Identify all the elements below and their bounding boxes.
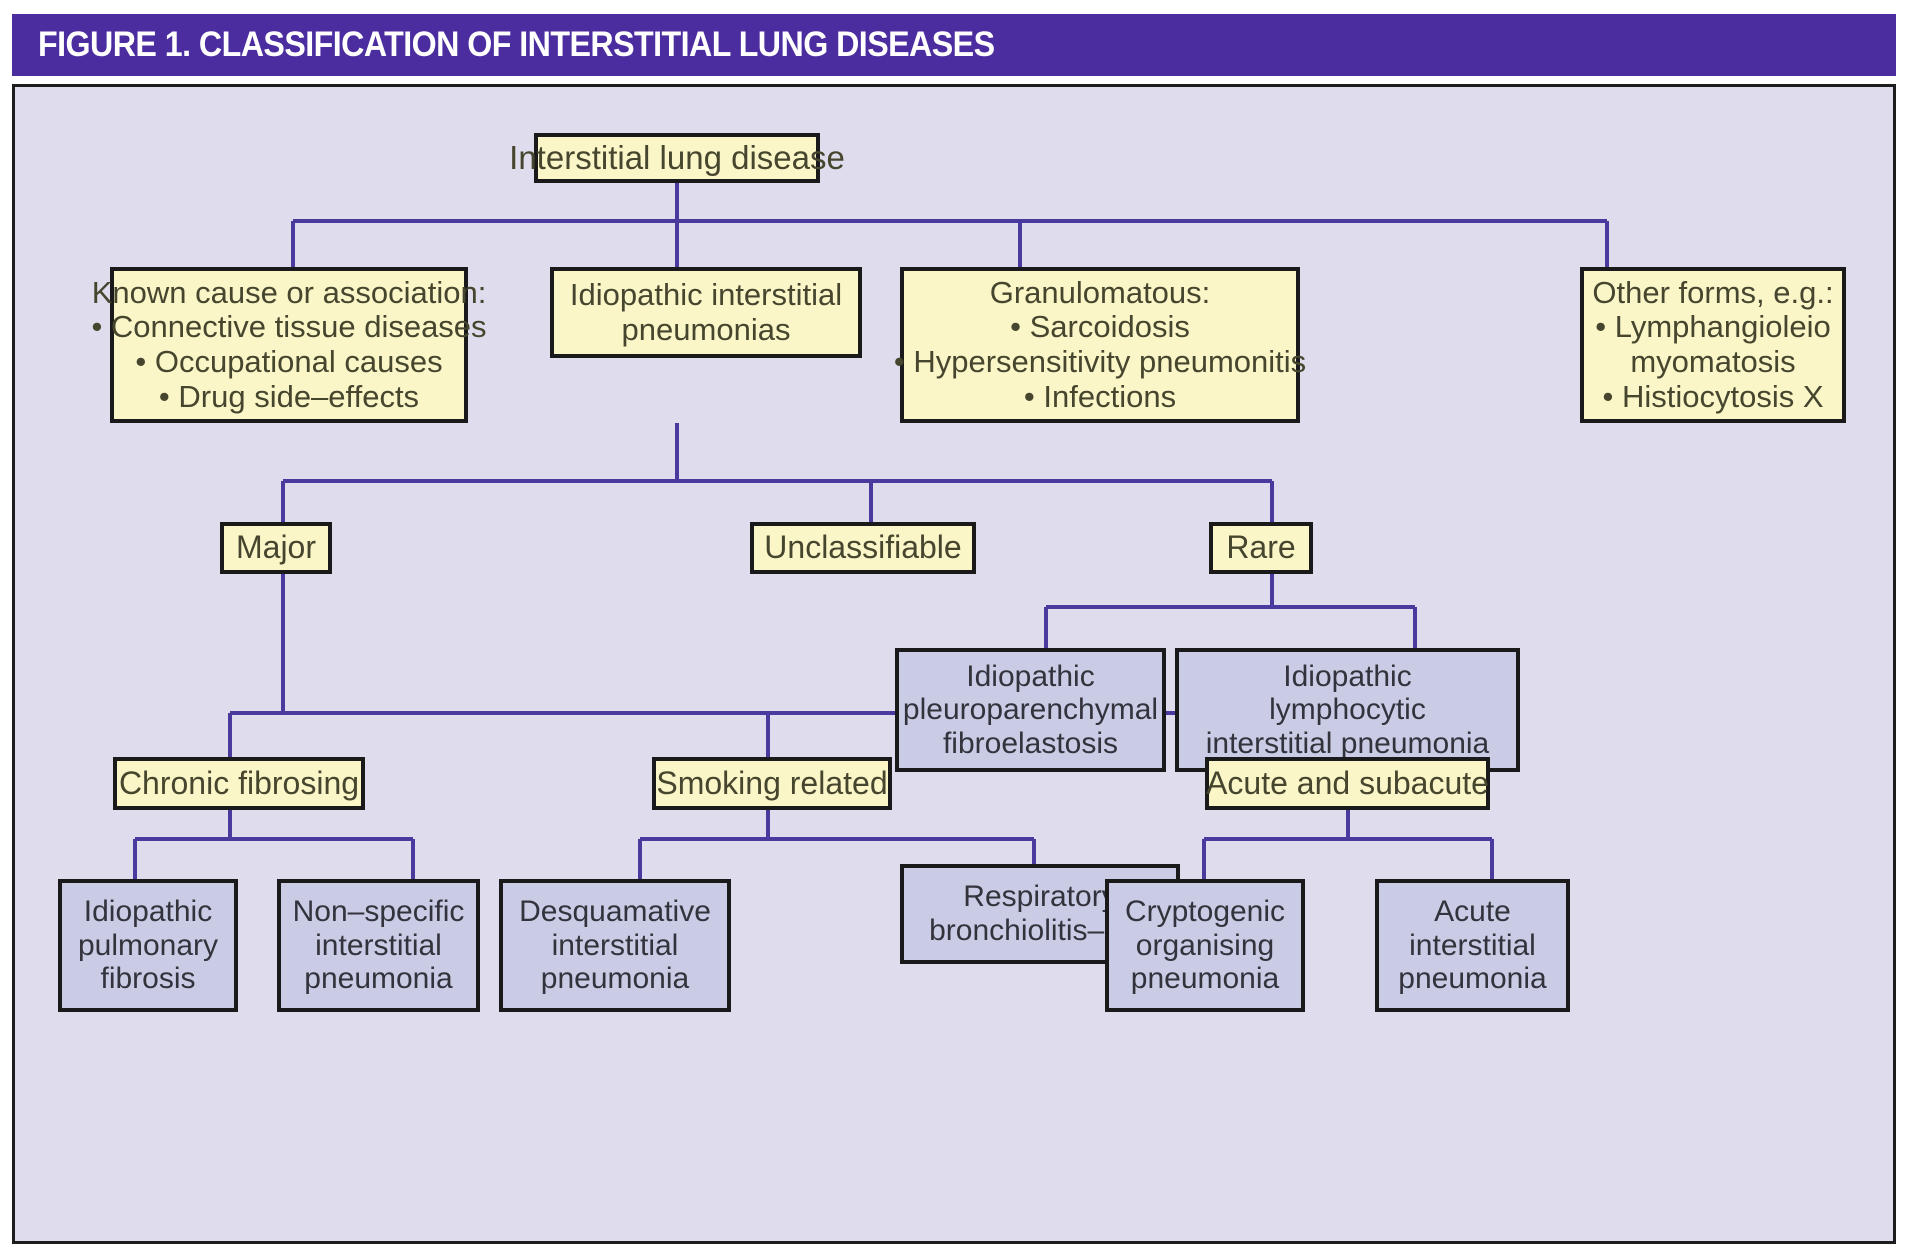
node-label-line2: lymphocytic — [1269, 693, 1426, 727]
node-label-line3: fibrosis — [100, 962, 196, 996]
node-known-cause[interactable]: Known cause or association: • Connective… — [91, 267, 487, 423]
node-label-line1: Desquamative — [519, 895, 711, 929]
node-label-line1: Idiopathic interstitial — [569, 276, 843, 312]
node-interstitial-lung-disease[interactable]: Interstitial lung disease — [509, 133, 845, 183]
node-acute-interstitial-pneumonia[interactable]: Acute interstitial pneumonia — [1375, 879, 1570, 1012]
node-label-line2: interstitial — [315, 928, 442, 962]
node-label-line1: Idiopathic — [1283, 659, 1412, 693]
node-label-line2: pleuroparenchymal — [902, 693, 1159, 727]
node-label-line1: Respiratory — [963, 880, 1117, 914]
node-heading: Known cause or association: — [91, 274, 487, 310]
figure-title: FIGURE 1. CLASSIFICATION OF INTERSTITIAL… — [38, 25, 1078, 65]
node-label-line1: Non–specific — [292, 895, 465, 929]
node-other-forms[interactable]: Other forms, e.g.: • Lymphangioleio myom… — [1580, 267, 1846, 423]
node-label-line3: pneumonia — [1130, 962, 1280, 996]
node-item-hypersensitivity-pneumonitis: • Hypersensitivity pneumonitis — [893, 344, 1307, 379]
node-label-line2: organising — [1135, 928, 1275, 962]
node-item-lymphangioleiomyomatosis-line2: myomatosis — [1630, 344, 1796, 379]
node-label-line2: interstitial — [551, 928, 679, 962]
node-label-line1: Cryptogenic — [1124, 895, 1286, 929]
node-label: Smoking related — [656, 764, 888, 801]
node-label-line3: pneumonia — [304, 962, 453, 996]
node-idiopathic-lymphocytic-interstitial-pneumonia[interactable]: Idiopathic lymphocytic interstitial pneu… — [1175, 648, 1520, 772]
node-unclassifiable[interactable]: Unclassifiable — [750, 522, 976, 574]
node-label-line1: Acute — [1434, 895, 1511, 929]
node-non-specific-interstitial-pneumonia[interactable]: Non–specific interstitial pneumonia — [277, 879, 480, 1012]
node-item-lymphangioleiomyomatosis-line1: • Lymphangioleio — [1595, 309, 1831, 345]
node-item-infections: • Infections — [1023, 378, 1177, 414]
figure-title-text: FIGURE 1. CLASSIFICATION OF INTERSTITIAL… — [38, 25, 995, 64]
node-label: Major — [235, 529, 316, 566]
node-label: Unclassifiable — [764, 529, 962, 566]
node-heading: Granulomatous: — [989, 274, 1211, 310]
diagram-panel: Interstitial lung disease Known cause or… — [12, 84, 1896, 1244]
node-label-line3: fibroelastosis — [942, 726, 1119, 760]
node-item-sarcoidosis: • Sarcoidosis — [1010, 309, 1190, 345]
node-item-occupational-causes: • Occupational causes — [135, 344, 443, 379]
node-item-drug-side-effects: • Drug side–effects — [158, 378, 420, 414]
node-label-line1: Idiopathic — [83, 895, 213, 929]
node-rare[interactable]: Rare — [1209, 522, 1313, 574]
node-label: Interstitial lung disease — [509, 138, 845, 176]
node-chronic-fibrosing[interactable]: Chronic fibrosing — [113, 757, 365, 810]
node-label-line3: pneumonia — [540, 962, 690, 996]
figure-title-bar: FIGURE 1. CLASSIFICATION OF INTERSTITIAL… — [12, 14, 1896, 76]
node-major[interactable]: Major — [220, 522, 332, 574]
node-label-line3: pneumonia — [1398, 962, 1547, 996]
node-item-connective-tissue-diseases: • Connective tissue diseases — [91, 309, 487, 345]
node-label-line2: pulmonary — [77, 928, 219, 962]
node-desquamative-interstitial-pneumonia[interactable]: Desquamative interstitial pneumonia — [499, 879, 731, 1012]
node-label-line1: Idiopathic — [966, 659, 1095, 693]
node-cryptogenic-organising-pneumonia[interactable]: Cryptogenic organising pneumonia — [1105, 879, 1305, 1012]
node-granulomatous[interactable]: Granulomatous: • Sarcoidosis • Hypersens… — [894, 267, 1306, 423]
node-acute-and-subacute[interactable]: Acute and subacute — [1205, 757, 1490, 810]
node-label: Rare — [1226, 529, 1296, 566]
node-heading: Other forms, e.g.: — [1592, 274, 1834, 310]
node-idiopathic-pulmonary-fibrosis[interactable]: Idiopathic pulmonary fibrosis — [58, 879, 238, 1012]
node-smoking-related[interactable]: Smoking related — [652, 757, 892, 810]
node-idiopathic-pleuroparenchymal-fibroelastosis[interactable]: Idiopathic pleuroparenchymal fibroelasto… — [895, 648, 1166, 772]
node-label-line2: interstitial — [1409, 928, 1536, 962]
node-label-line3: interstitial pneumonia — [1205, 726, 1490, 760]
node-label-line2: pneumonias — [621, 311, 791, 347]
node-item-histiocytosis-x: • Histiocytosis X — [1602, 378, 1824, 414]
node-label: Chronic fibrosing — [118, 764, 360, 801]
node-label: Acute and subacute — [1206, 764, 1489, 801]
node-idiopathic-interstitial-pneumonias[interactable]: Idiopathic interstitial pneumonias — [550, 267, 862, 358]
